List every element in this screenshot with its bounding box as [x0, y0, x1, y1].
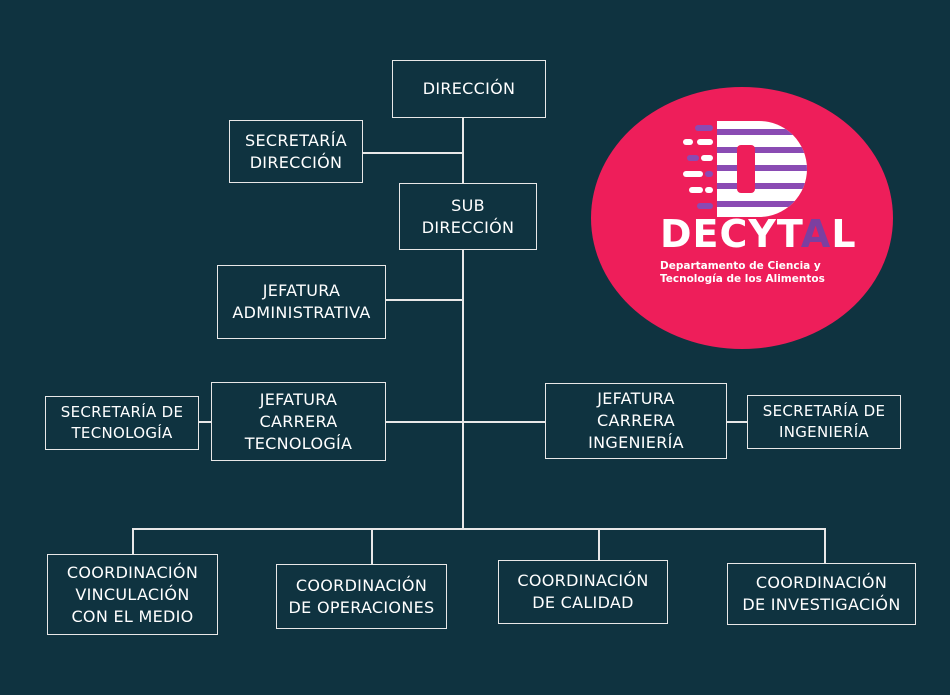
label-coord-calidad: COORDINACIÓN DE CALIDAD	[517, 571, 649, 612]
decytal-logo	[591, 87, 893, 349]
box-jefatura-administrativa: JEFATURA ADMINISTRATIVA	[217, 265, 386, 339]
logo-circle	[591, 87, 893, 349]
logo-name-accent: A	[800, 212, 832, 256]
label-secretaria-tecnologia: SECRETARÍA DE TECNOLOGÍA	[60, 403, 184, 442]
box-secretaria-ingenieria: SECRETARÍA DE INGENIERÍA	[747, 395, 901, 449]
connector-coordinaciones-bar	[132, 528, 825, 530]
connector-secretaria-tecnologia	[198, 421, 212, 423]
label-jefatura-carrera-ingenieria: JEFATURA CARRERA INGENIERÍA	[588, 389, 684, 452]
logo-name: DECYTAL	[660, 214, 880, 254]
box-jefatura-carrera-ingenieria: JEFATURA CARRERA INGENIERÍA	[545, 383, 727, 459]
logo-name-prefix: DECYT	[660, 212, 801, 256]
connector-secretaria-ingenieria	[726, 421, 748, 423]
connector-coord-investigacion	[824, 528, 826, 564]
label-coord-investigacion: COORDINACIÓN DE INVESTIGACIÓN	[742, 573, 901, 614]
connector-coord-vinculacion	[132, 528, 134, 555]
connector-main-trunk	[462, 249, 464, 529]
box-coord-vinculacion: COORDINACIÓN VINCULACIÓN CON EL MEDIO	[47, 554, 218, 635]
box-direccion: DIRECCIÓN	[392, 60, 546, 118]
label-sub-direccion: SUB DIRECCIÓN	[421, 195, 515, 237]
label-jefatura-administrativa: JEFATURA ADMINISTRATIVA	[232, 281, 371, 322]
label-jefatura-carrera-tecnologia: JEFATURA CARRERA TECNOLOGÍA	[244, 389, 353, 453]
label-direccion: DIRECCIÓN	[422, 79, 516, 98]
label-coord-operaciones: COORDINACIÓN DE OPERACIONES	[288, 575, 435, 617]
label-secretaria-direccion: SECRETARÍA DIRECCIÓN	[245, 130, 347, 172]
box-secretaria-tecnologia: SECRETARÍA DE TECNOLOGÍA	[45, 396, 199, 450]
box-coord-investigacion: COORDINACIÓN DE INVESTIGACIÓN	[727, 563, 916, 625]
logo-text: DECYTAL Departamento de Ciencia y Tecnol…	[660, 214, 880, 286]
box-coord-calidad: COORDINACIÓN DE CALIDAD	[498, 560, 668, 624]
connector-coord-operaciones	[371, 528, 373, 565]
connector-secretaria-direccion	[362, 152, 463, 154]
connector-jefatura-administrativa	[385, 299, 463, 301]
connector-jefaturas-carrera	[386, 421, 546, 423]
connector-coord-calidad	[598, 528, 600, 561]
box-secretaria-direccion: SECRETARÍA DIRECCIÓN	[229, 120, 363, 183]
box-coord-operaciones: COORDINACIÓN DE OPERACIONES	[276, 564, 447, 629]
box-sub-direccion: SUB DIRECCIÓN	[399, 183, 537, 250]
logo-name-suffix: L	[831, 212, 857, 256]
logo-subtitle: Departamento de Ciencia y Tecnología de …	[660, 260, 825, 285]
connector-direccion-subdireccion	[462, 117, 464, 184]
logo-d-icon	[683, 121, 807, 217]
label-secretaria-ingenieria: SECRETARÍA DE INGENIERÍA	[762, 402, 886, 441]
box-jefatura-carrera-tecnologia: JEFATURA CARRERA TECNOLOGÍA	[211, 382, 386, 461]
label-coord-vinculacion: COORDINACIÓN VINCULACIÓN CON EL MEDIO	[66, 562, 199, 626]
